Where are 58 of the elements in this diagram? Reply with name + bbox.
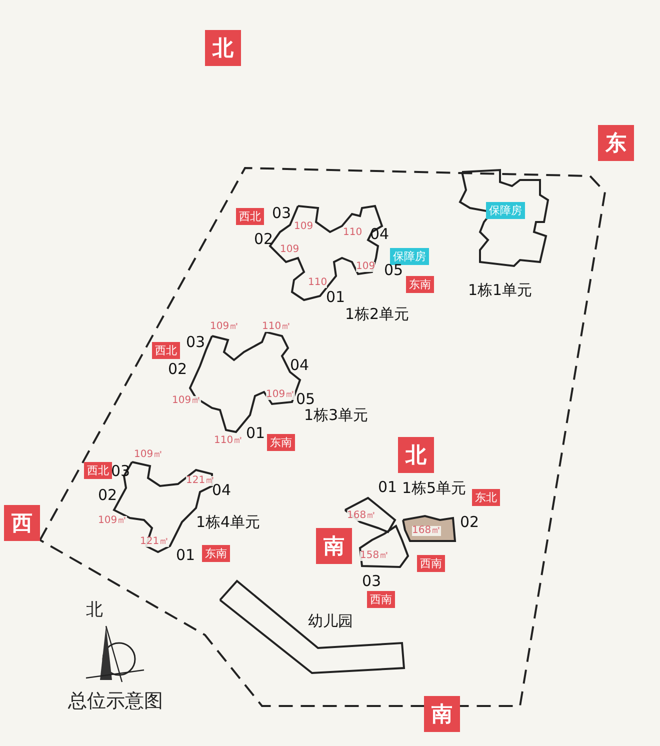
area-label: 110㎡: [214, 436, 244, 446]
unit-number: 01: [176, 548, 196, 563]
area-label: 158㎡: [360, 551, 390, 561]
area-label: 110: [343, 228, 362, 238]
area-label: 109㎡: [210, 322, 240, 332]
building-name: 1栋2单元: [345, 307, 410, 322]
orientation-tag: 东南: [202, 545, 230, 562]
orientation-tag: 西南: [367, 591, 395, 608]
orientation-tag: 西南: [417, 555, 445, 572]
building-name: 1栋5单元: [402, 481, 466, 496]
area-label: 110: [308, 278, 328, 288]
unit-number: 01: [378, 480, 398, 495]
compass-direction-label: 北: [205, 30, 241, 66]
housing-tag: 保障房: [390, 248, 429, 265]
building-name: 1栋3单元: [304, 408, 368, 423]
area-label: 121㎡: [140, 537, 170, 547]
unit-number: 02: [98, 488, 118, 503]
unit-number: 05: [384, 263, 404, 278]
unit-number: 02: [168, 362, 188, 377]
orientation-tag: 西北: [236, 208, 264, 225]
orientation-tag: 东南: [406, 276, 434, 293]
unit-number: 01: [326, 290, 346, 305]
compass-direction-label: 南: [316, 528, 352, 564]
compass-direction-label: 南: [424, 696, 460, 732]
unit-number: 03: [362, 574, 382, 589]
orientation-tag: 东南: [267, 434, 295, 451]
unit-number: 03: [272, 206, 292, 221]
unit-number: 03: [186, 335, 206, 350]
area-label: 109: [356, 262, 376, 272]
area-label: 110㎡: [262, 322, 292, 332]
unit-number: 04: [290, 358, 310, 373]
compass-direction-label: 西: [4, 505, 40, 541]
orientation-tag: 西北: [152, 342, 180, 359]
unit-number: 04: [370, 227, 390, 242]
unit-number: 04: [212, 483, 232, 498]
unit-number: 05: [296, 392, 316, 407]
building-name: 1栋4单元: [196, 515, 260, 530]
area-label: 109㎡: [134, 450, 164, 460]
orientation-tag: 西北: [84, 462, 112, 479]
area-label: 168㎡: [412, 526, 442, 536]
unit-number: 02: [460, 515, 480, 530]
area-label: 121㎡: [186, 476, 216, 486]
diagram-caption: 总位示意图: [68, 692, 163, 711]
unit-number: 01: [246, 426, 266, 441]
housing-tag: 保障房: [486, 202, 525, 219]
area-label: 109㎡: [266, 390, 296, 400]
area-label: 109㎡: [172, 396, 202, 406]
area-label: 109: [280, 245, 300, 255]
building-name: 幼儿园: [308, 614, 353, 629]
area-label: 109: [294, 222, 314, 232]
building-name: 1栋1单元: [468, 283, 532, 298]
compass-direction-label: 北: [86, 602, 103, 619]
unit-number: 02: [254, 232, 274, 247]
compass-direction-label: 北: [398, 437, 434, 473]
area-label: 168㎡: [347, 511, 376, 521]
area-label: 109㎡: [98, 516, 128, 526]
compass-direction-label: 东: [598, 125, 634, 161]
orientation-tag: 东北: [472, 489, 500, 506]
